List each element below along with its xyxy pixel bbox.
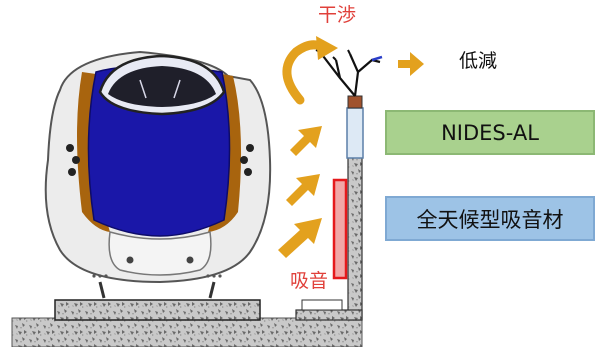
- sound-barrier-wall: [295, 155, 363, 321]
- concrete-ground: [11, 299, 363, 348]
- nides-al-device: [315, 49, 383, 159]
- interference-arrow: [282, 36, 338, 105]
- sound-absorber-panel: [332, 178, 348, 280]
- nides-al-box: NIDES-AL: [385, 110, 595, 155]
- sound-arrows: [278, 52, 424, 258]
- reduction-label: 低減: [459, 50, 498, 72]
- interference-label: 干渉: [318, 4, 357, 26]
- shinkansen-train: [44, 50, 272, 299]
- absorber-box: 全天候型吸音材: [385, 196, 595, 241]
- absorption-label: 吸音: [290, 270, 329, 292]
